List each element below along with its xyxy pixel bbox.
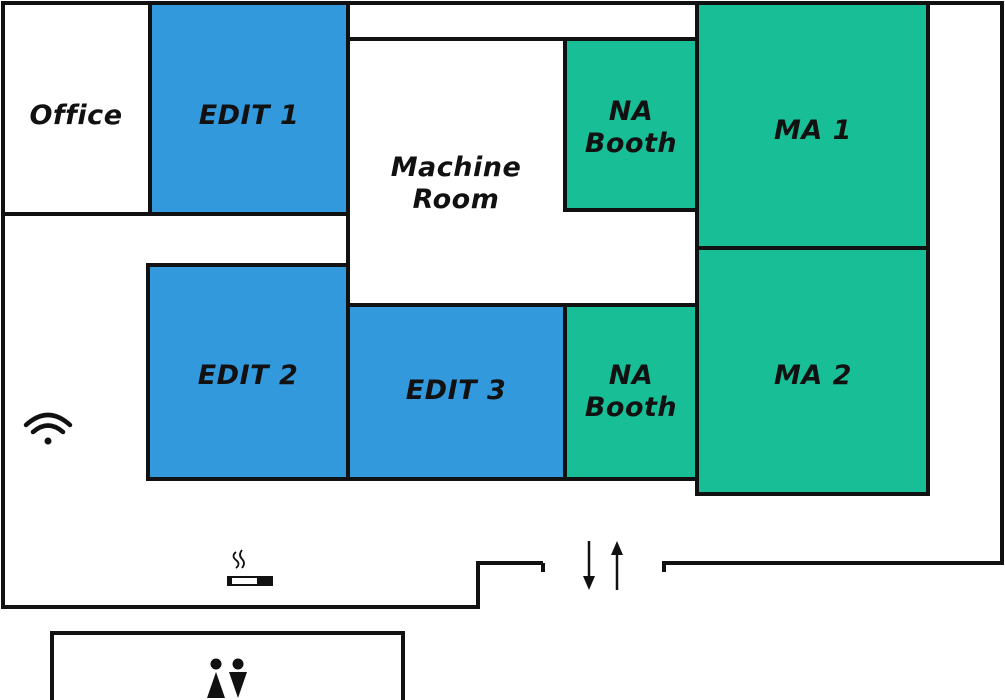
na-booth-1-label-line1: NA xyxy=(609,96,654,127)
room-office[interactable] xyxy=(1,1,152,216)
edit-3-label: EDIT 3 xyxy=(406,375,507,406)
restroom-icon xyxy=(207,658,247,698)
na-booth-1-label-line2: Booth xyxy=(585,128,677,159)
room-edit-1[interactable] xyxy=(148,1,350,216)
na-booth-2-label-line1: NA xyxy=(609,360,654,391)
room-ma-1[interactable] xyxy=(695,1,930,250)
edit-2-label: EDIT 2 xyxy=(198,360,299,391)
machine-room-label-line1: Machine xyxy=(391,152,522,183)
office-label: Office xyxy=(29,100,122,131)
edit-1-label: EDIT 1 xyxy=(199,100,300,131)
elevator-icon xyxy=(583,541,623,590)
room-na-booth-1[interactable] xyxy=(563,37,699,212)
room-ma-2[interactable] xyxy=(695,246,930,496)
smoking-area-icon xyxy=(227,549,273,586)
room-edit-2[interactable] xyxy=(146,263,350,481)
machine-room-label-line2: Room xyxy=(413,184,500,215)
ma-2-label: MA 2 xyxy=(774,360,852,391)
ma-1-label: MA 1 xyxy=(774,115,852,146)
wifi-icon xyxy=(23,412,73,445)
na-booth-2-label-line2: Booth xyxy=(585,392,677,423)
restroom-wall xyxy=(50,631,405,700)
room-edit-3[interactable] xyxy=(346,303,567,481)
